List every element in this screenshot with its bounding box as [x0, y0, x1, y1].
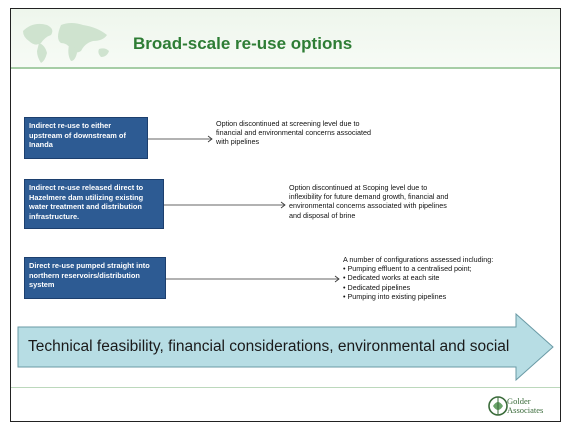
connector-arrowhead-3 [334, 275, 340, 283]
option-box-indirect-inanda: Indirect re-use to either upstream of do… [24, 117, 148, 159]
footer-divider [11, 387, 560, 388]
configuration-item: • Pumping effluent to a centralised poin… [343, 264, 472, 274]
title-divider [11, 67, 560, 69]
configuration-item: • Dedicated pipelines [343, 282, 411, 292]
logo-text: Golder Associates [507, 397, 543, 415]
connector-arrowhead-1 [207, 135, 213, 143]
configuration-item: • Dedicated works at each site [343, 273, 440, 283]
logo-text-line1: Golder [507, 396, 531, 406]
golder-logo-icon [488, 396, 508, 416]
outcome-indirect-inanda: Option discontinued at screening level d… [216, 119, 372, 147]
connector-arrowhead-2 [280, 201, 286, 209]
configuration-item: • Pumping into existing pipelines [343, 291, 447, 301]
slide: Broad-scale re-use options Indirect re-u… [10, 8, 561, 422]
logo-text-line2: Associates [507, 405, 544, 415]
option-box-hazelmere-dam: Indirect re-use released direct to Hazel… [24, 179, 164, 229]
banner-arrow [17, 312, 554, 382]
outcome-intro: A number of configurations assessed incl… [343, 255, 494, 264]
outcome-direct-reuse: A number of configurations assessed incl… [343, 255, 493, 301]
world-map-graphic [23, 23, 109, 63]
option-box-direct-reuse: Direct re-use pumped straight into north… [24, 257, 166, 299]
banner-text: Technical feasibility, financial conside… [28, 338, 510, 355]
outcome-hazelmere-dam: Option discontinued at Scoping level due… [289, 183, 449, 220]
slide-title: Broad-scale re-use options [133, 34, 353, 53]
connector-arrows [148, 135, 340, 283]
configuration-list: • Pumping effluent to a centralised poin… [343, 264, 493, 301]
